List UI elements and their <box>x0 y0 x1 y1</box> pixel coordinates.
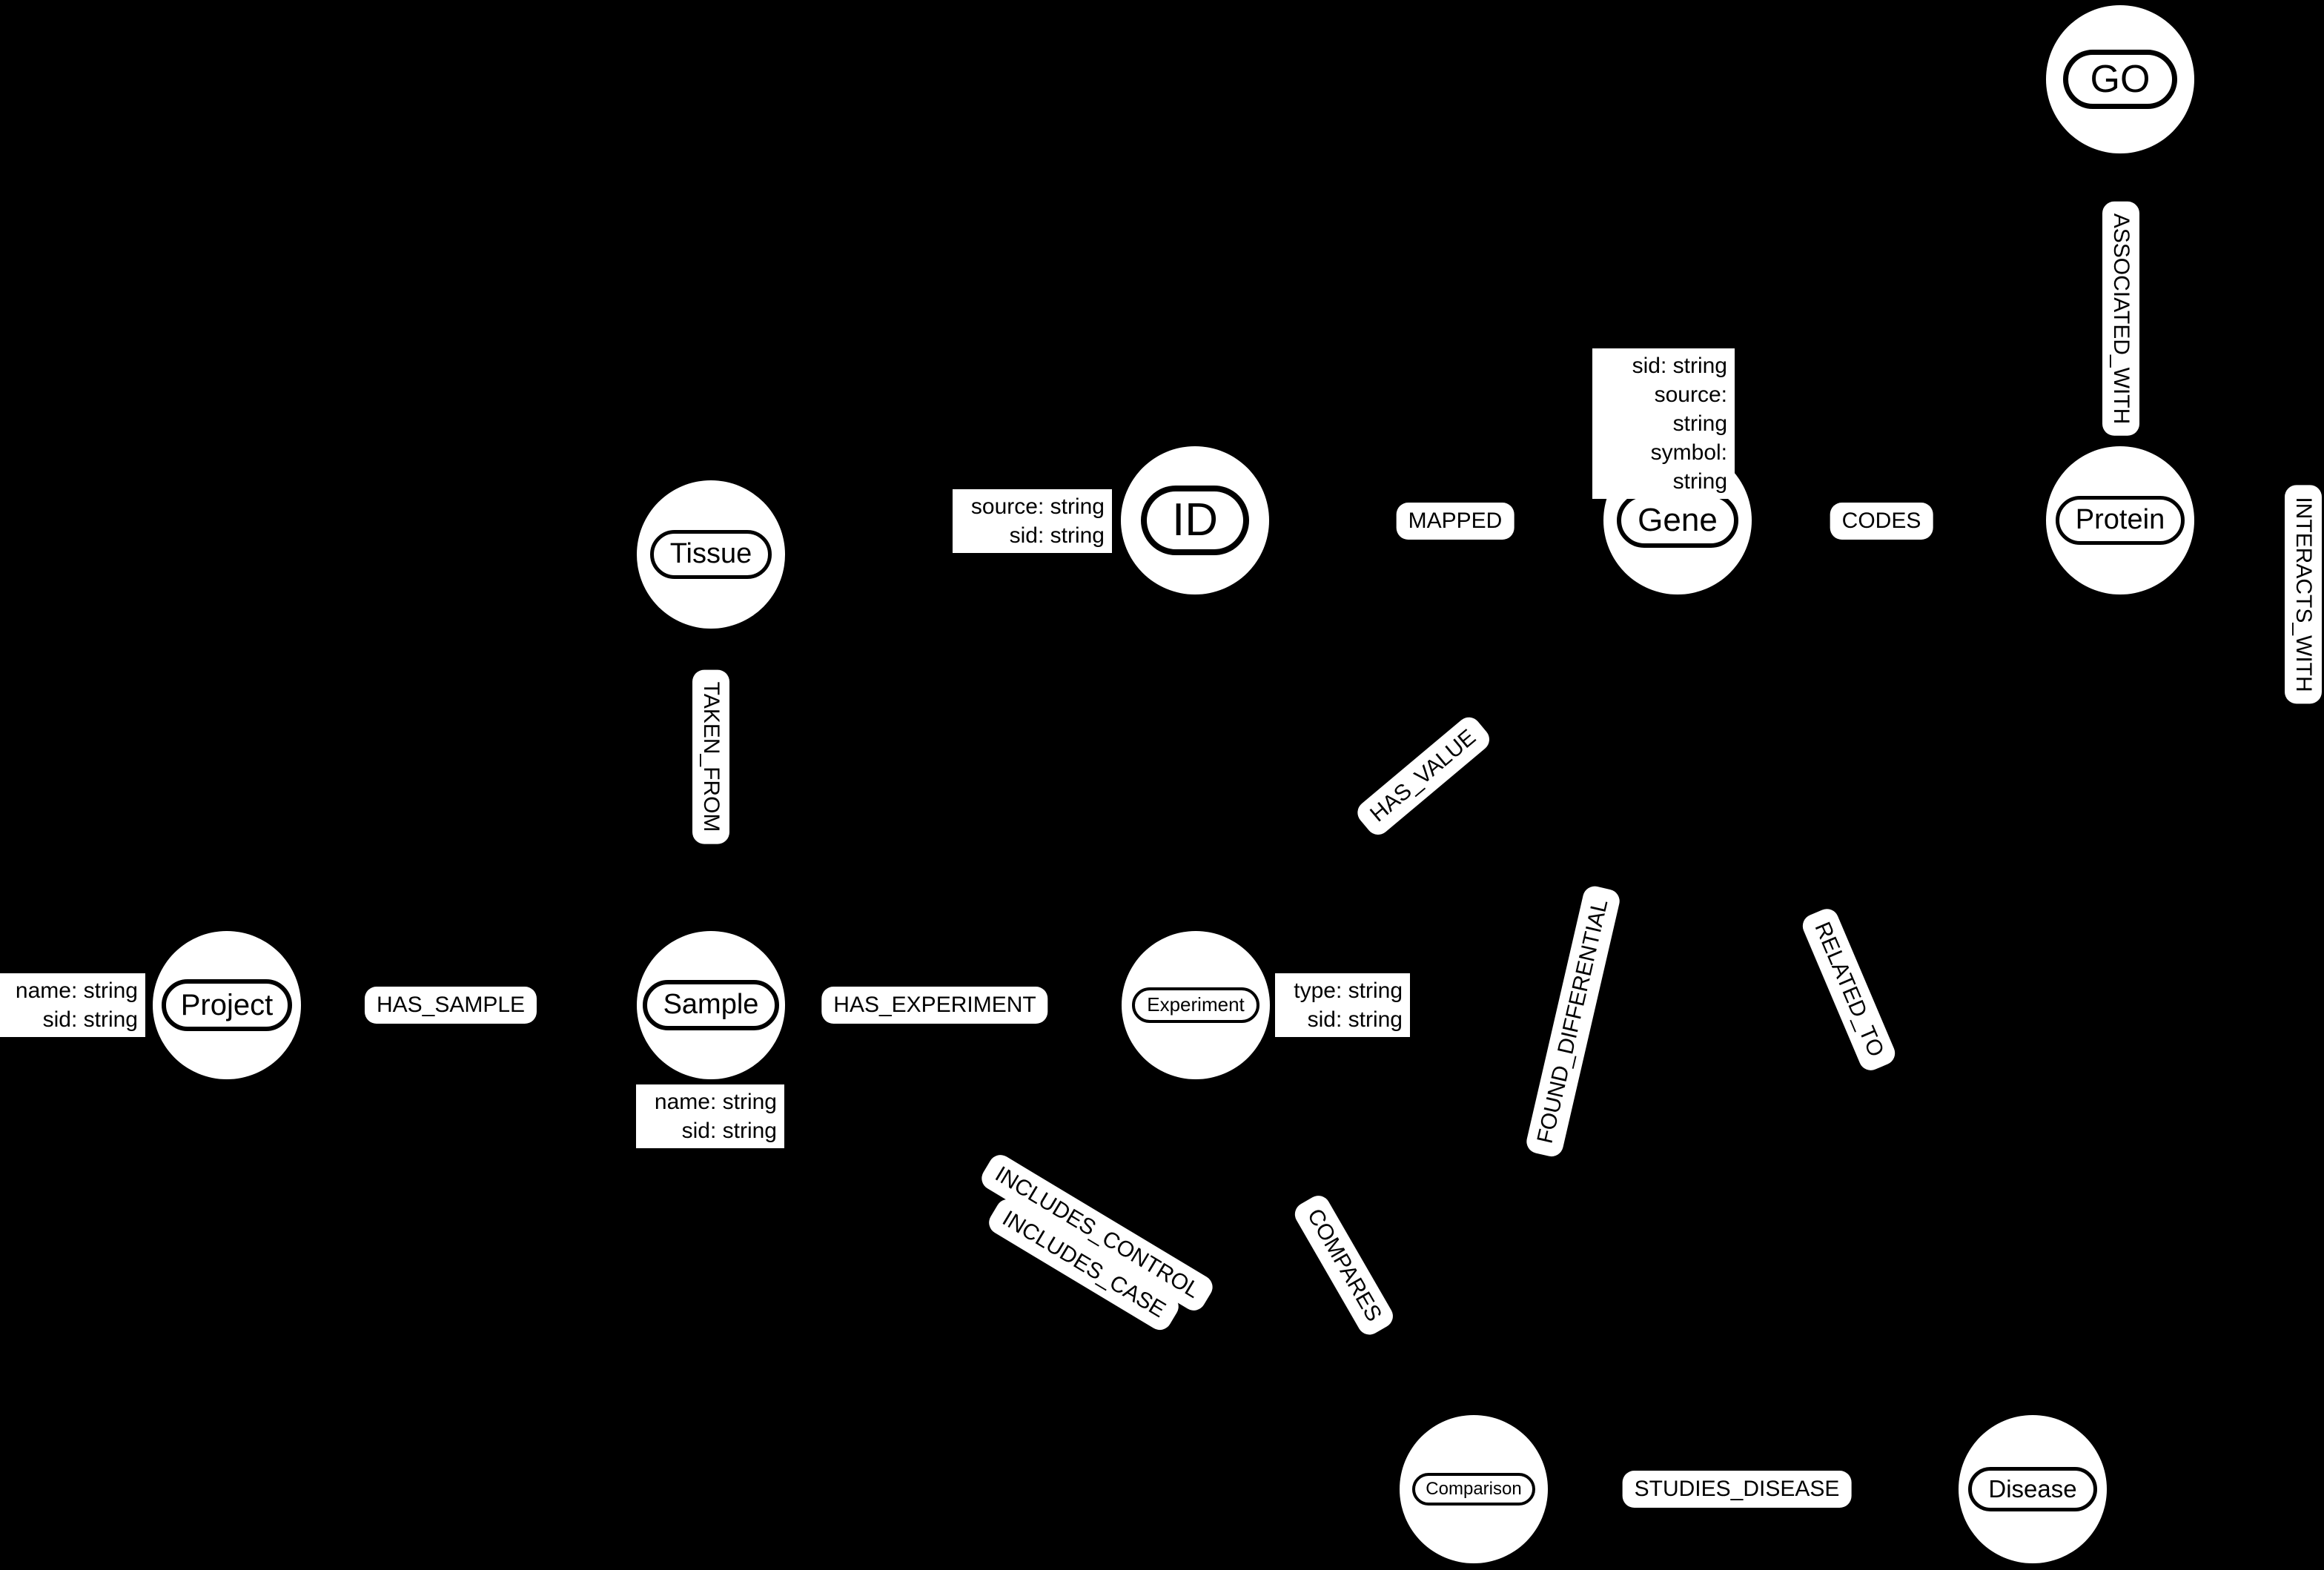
node-tissue-label: Tissue <box>649 530 772 579</box>
node-tissue[interactable]: Tissue <box>637 480 785 629</box>
node-id[interactable]: ID <box>1121 446 1269 594</box>
prop-line: source: string <box>970 494 1105 519</box>
props-project: name: string sid: string <box>0 973 145 1037</box>
prop-line: sid: string <box>1307 1007 1403 1032</box>
rel-mapped[interactable]: MAPPED <box>1396 503 1514 540</box>
node-sample[interactable]: Sample <box>637 931 785 1079</box>
prop-line: name: string <box>654 1090 777 1114</box>
prop-line: source: string <box>1654 382 1727 436</box>
prop-line: sid: string <box>42 1007 138 1032</box>
props-id: source: string sid: string <box>953 489 1112 553</box>
rel-associated-with[interactable]: ASSOCIATED_WITH <box>2102 201 2139 437</box>
prop-line: name: string <box>15 978 138 1003</box>
node-protein[interactable]: Protein <box>2046 446 2194 594</box>
rel-studies-disease[interactable]: STUDIES_DISEASE <box>1622 1471 1852 1508</box>
node-comparison-label: Comparison <box>1412 1473 1535 1506</box>
node-go-label: GO <box>2062 49 2178 110</box>
prop-line: symbol: string <box>1650 440 1727 494</box>
rel-found-differential[interactable]: FOUND_DIFFERENTIAL <box>1524 884 1622 1159</box>
rel-compares[interactable]: COMPARES <box>1290 1191 1398 1339</box>
node-comparison[interactable]: Comparison <box>1400 1415 1548 1563</box>
prop-line: sid: string <box>1632 354 1727 378</box>
props-experiment: type: string sid: string <box>1275 973 1410 1037</box>
rel-has-experiment[interactable]: HAS_EXPERIMENT <box>821 987 1048 1024</box>
node-disease-label: Disease <box>1968 1466 2097 1512</box>
node-protein-label: Protein <box>2055 496 2185 545</box>
prop-line: sid: string <box>1009 523 1105 548</box>
rel-has-value[interactable]: HAS_VALUE <box>1352 712 1494 840</box>
rel-taken-from[interactable]: TAKEN_FROM <box>692 669 729 844</box>
rel-has-sample[interactable]: HAS_SAMPLE <box>364 987 537 1024</box>
props-gene: sid: string source: string symbol: strin… <box>1592 348 1735 499</box>
node-go[interactable]: GO <box>2046 5 2194 153</box>
node-sample-label: Sample <box>642 980 780 1030</box>
node-project[interactable]: Project <box>153 931 301 1079</box>
node-project-label: Project <box>161 979 293 1031</box>
node-experiment-label: Experiment <box>1132 987 1259 1023</box>
node-id-label: ID <box>1141 486 1249 555</box>
props-sample: name: string sid: string <box>636 1084 784 1148</box>
rel-interacts-with[interactable]: INTERACTS_WITH <box>2285 485 2322 704</box>
node-disease[interactable]: Disease <box>1959 1415 2107 1563</box>
node-gene-label: Gene <box>1617 492 1738 549</box>
rel-codes[interactable]: CODES <box>1830 503 1933 540</box>
prop-line: type: string <box>1294 978 1403 1003</box>
prop-line: sid: string <box>681 1119 777 1143</box>
node-experiment[interactable]: Experiment <box>1122 931 1270 1079</box>
rel-related-to[interactable]: RELATED_TO <box>1798 905 1899 1074</box>
